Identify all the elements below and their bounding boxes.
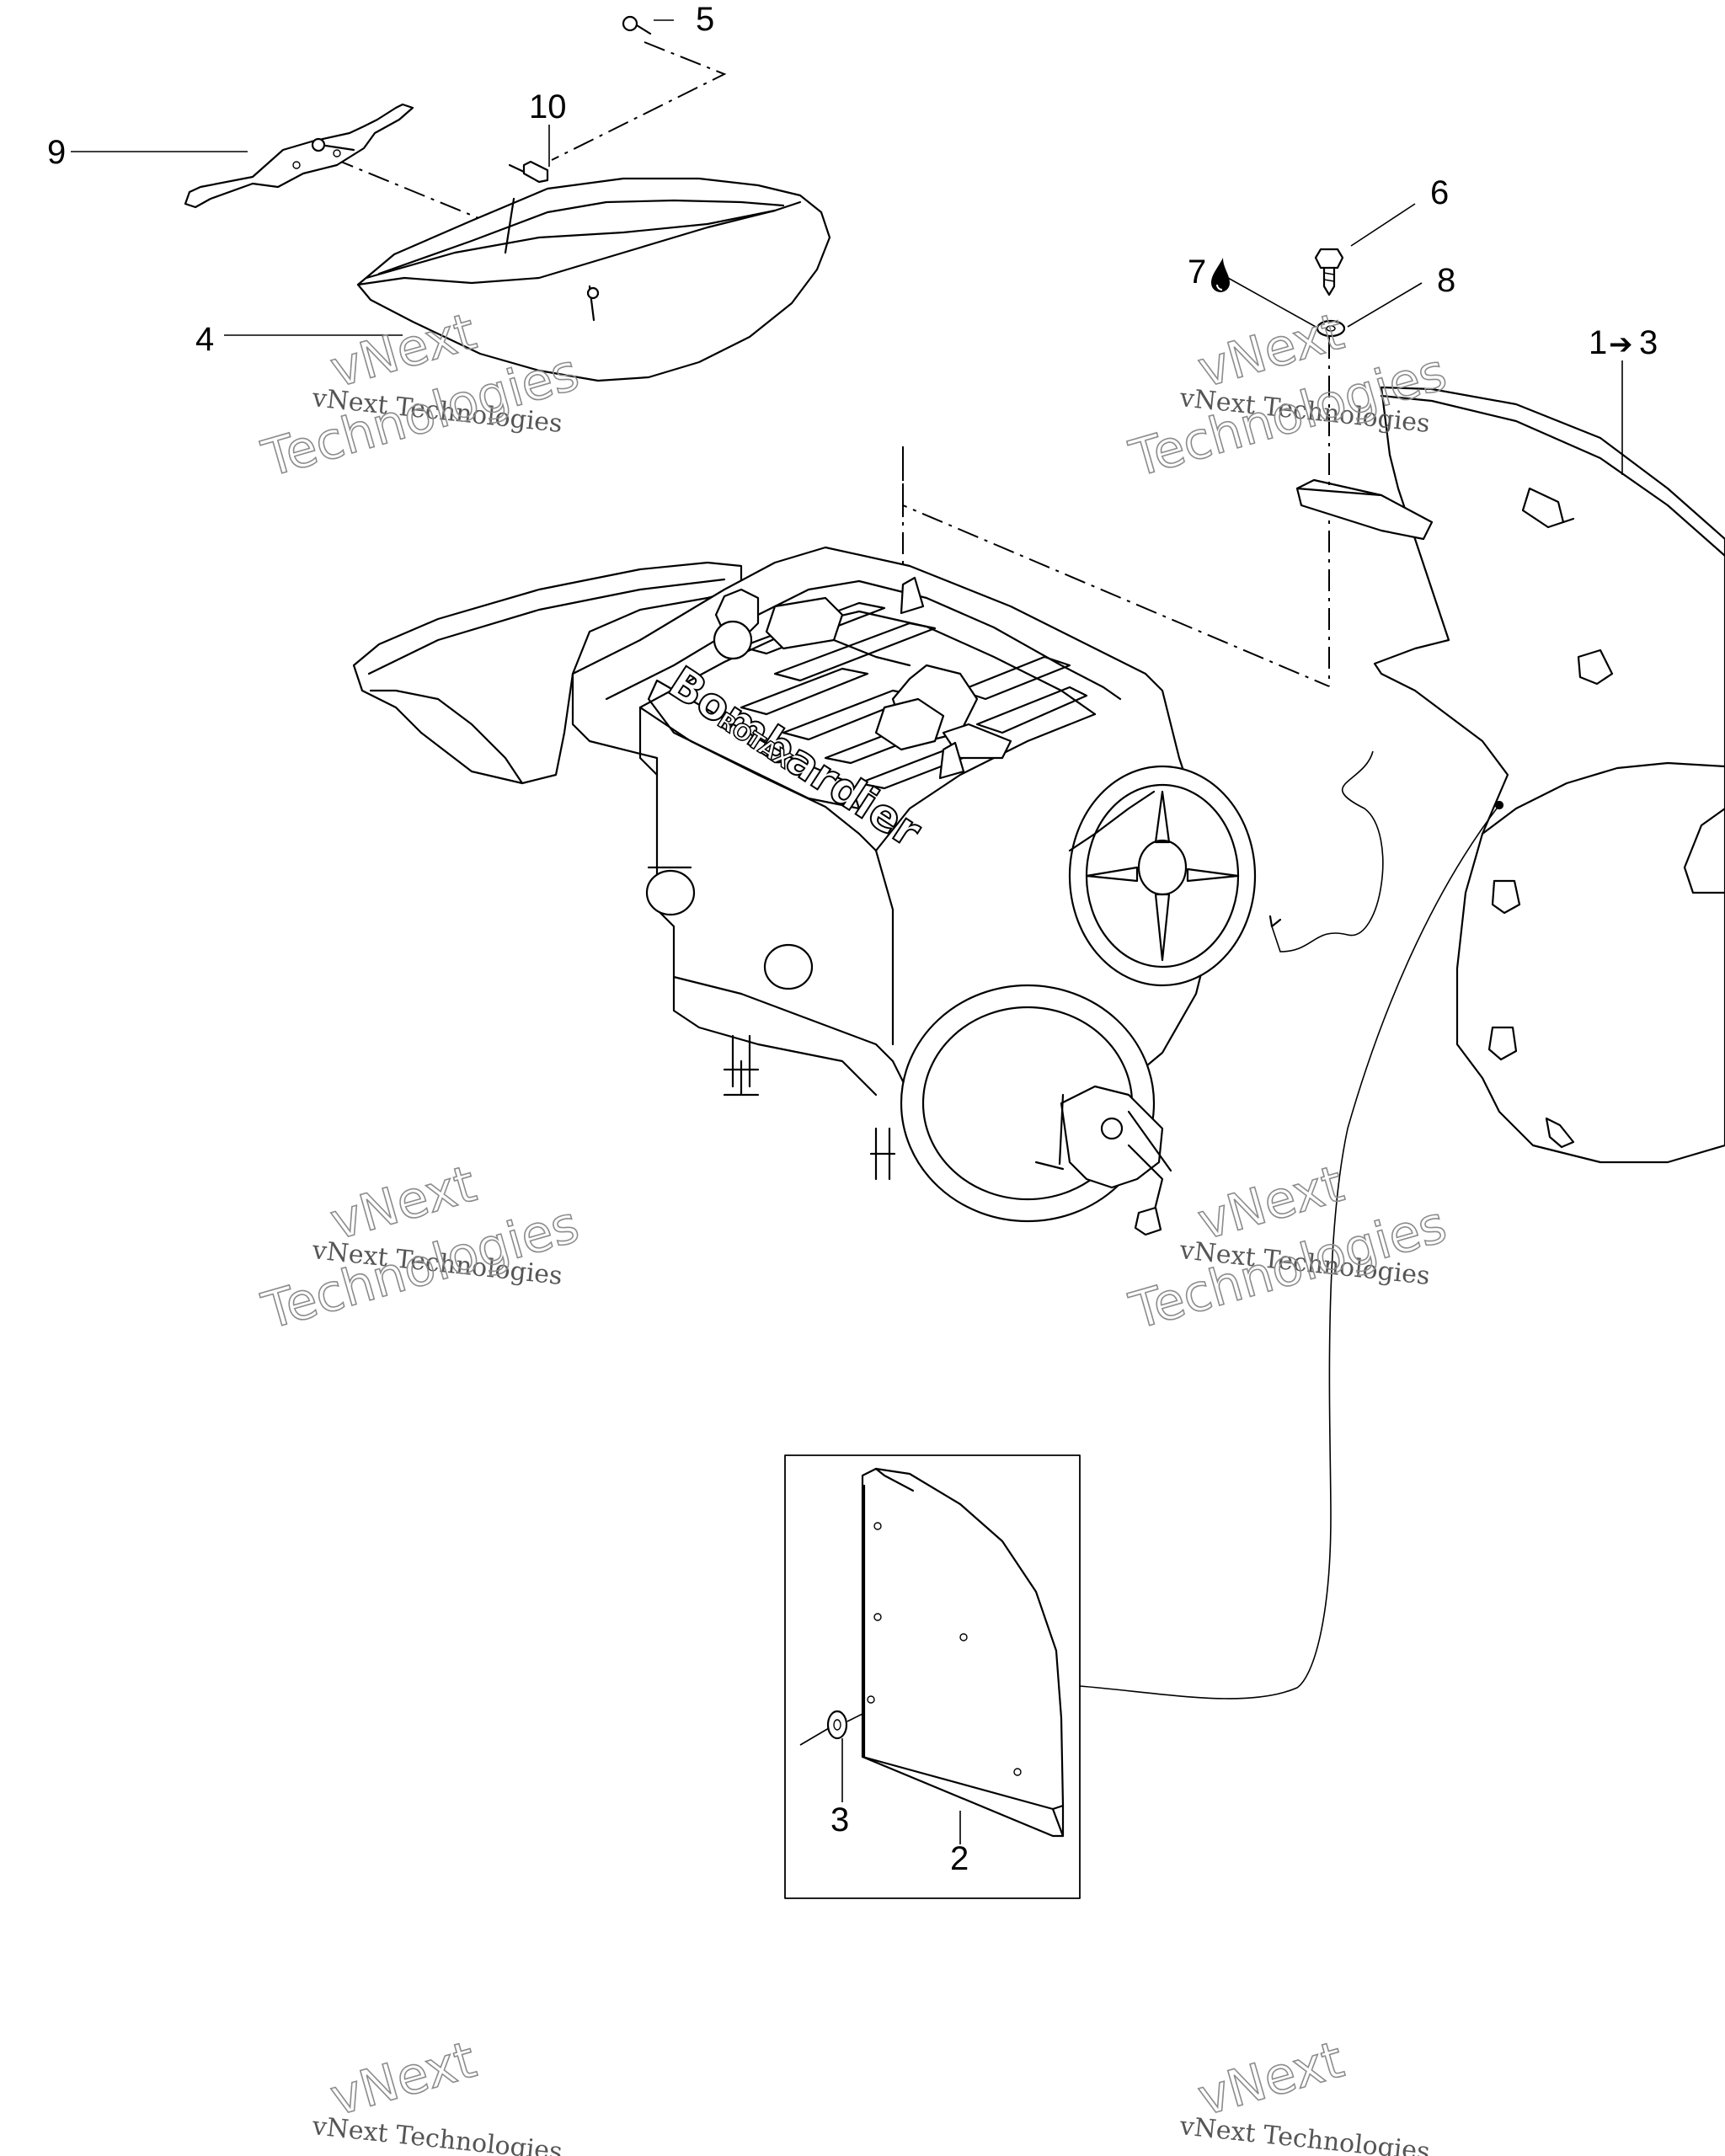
spark-plug-cap-left [713, 576, 925, 667]
part-8-washer [1316, 319, 1346, 338]
part-10-screw [508, 160, 549, 184]
callout-6: 6 [1430, 174, 1449, 211]
guard-to-inset-leader [1079, 804, 1500, 1700]
part-6-bolt [1314, 248, 1344, 296]
callout-1: 1 [1589, 324, 1607, 361]
callout-5: 5 [696, 1, 714, 38]
callout-7: 7 [1188, 253, 1206, 291]
callout-leaders [71, 19, 1623, 1844]
watermark-bottom-left: vNext Technologies vNext [310, 2030, 563, 2156]
engine-mounts [672, 975, 896, 1181]
callout-9: 9 [47, 134, 66, 171]
watermark-mid-left: vNext Technologies vNext Technologies [255, 1154, 585, 1342]
watermark-bottom-right: vNext Technologies vNext [1178, 2030, 1431, 2156]
callout-2: 2 [950, 1840, 969, 1877]
guard-to-fan-leader [1271, 750, 1384, 953]
part-1-belt-guard [1295, 386, 1725, 1164]
inset-detail-box [784, 1454, 1081, 1899]
exhaust-ports [645, 866, 814, 990]
part-3-push-rivet [799, 1710, 865, 1746]
callout-10: 10 [529, 88, 567, 125]
part-4-deflector [356, 177, 831, 382]
oil-drop-icon [1211, 258, 1230, 292]
carburetor [1034, 1085, 1172, 1236]
arrow-tip [1268, 915, 1282, 928]
part-5-bolt [622, 15, 652, 35]
engine-assembly: Bombardier ROTAX [352, 546, 1257, 1236]
cooling-fan [1068, 765, 1257, 987]
part-2-insulation-pad [861, 1467, 1065, 1838]
callout-1-to: 3 [1639, 324, 1658, 361]
callout-8: 8 [1437, 262, 1455, 299]
callout-3: 3 [830, 1801, 849, 1838]
right-arrow-icon: ➔ [1609, 328, 1633, 361]
callouts: 9 4 10 5 6 7 8 1 ➔ 3 3 2 [47, 1, 1658, 1877]
svg-text:vNext: vNext [1192, 2031, 1350, 2128]
callout-4: 4 [195, 321, 214, 358]
spark-plug-cap-right [874, 664, 1012, 780]
watermark-mid-right: vNext Technologies vNext Technologies [1123, 1154, 1453, 1342]
svg-text:vNext: vNext [324, 2031, 483, 2128]
part-9-bracket [184, 103, 414, 209]
